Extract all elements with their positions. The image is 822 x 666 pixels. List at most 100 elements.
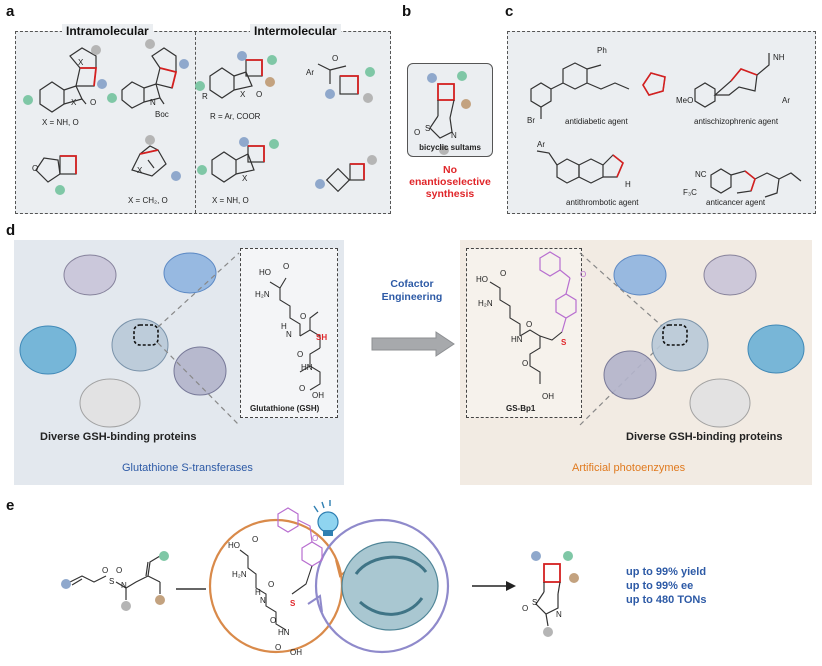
right-proteins-caption: Diverse GSH-binding proteins: [626, 431, 783, 443]
cofactor-line-1: Cofactor: [390, 278, 434, 290]
protein-structures-right: [579, 252, 805, 428]
gsbp-o-2: O: [526, 320, 533, 329]
sultam-s-label: S: [425, 124, 431, 133]
panel-c-box: [507, 31, 816, 214]
caption-x-ch2-o: X = CH₂, O: [128, 196, 168, 205]
cycle-o-3: O: [270, 616, 277, 625]
result-tons: up to 480 TONs: [626, 594, 707, 606]
cycle-o-4: O: [275, 643, 282, 652]
intramolecular-header: Intramolecular: [62, 24, 153, 38]
sultam-n-label: N: [451, 131, 457, 140]
o-label-1: O: [90, 98, 97, 107]
product-n: N: [556, 610, 562, 619]
agent-antidiabetic: antidiabetic agent: [565, 117, 628, 126]
photoenzymes-group-label: Artificial photoenzymes: [572, 462, 686, 474]
gst-group-label: Glutathione S-transferases: [122, 462, 253, 474]
left-proteins-caption: Diverse GSH-binding proteins: [40, 431, 197, 443]
gsh-name: Glutathione (GSH): [250, 404, 320, 413]
product-s: S: [532, 598, 538, 607]
gsbp-structure: [489, 251, 577, 384]
agent-anticancer: anticancer agent: [706, 198, 766, 207]
gsbp-oh: OH: [542, 392, 554, 401]
x-label-1: X: [78, 58, 84, 67]
x-label-2: X: [71, 98, 77, 107]
f3c-label: F₃C: [683, 188, 697, 197]
br-label: Br: [527, 116, 535, 125]
h-label-c: H: [625, 180, 631, 189]
ar-label-c: Ar: [782, 96, 790, 105]
o-label-5: O: [332, 54, 339, 63]
n-label-boc: N: [150, 98, 156, 107]
note-line-2: enantioselective: [409, 176, 491, 188]
product-arrow: [472, 581, 516, 591]
cycle-h2n: H₂N: [232, 570, 247, 579]
result-yield: up to 99% yield: [626, 566, 707, 578]
gsh-o-2: O: [300, 312, 307, 321]
gsh-n: N: [286, 330, 292, 339]
gsbp-ho: HO: [476, 275, 488, 284]
substrate-o-1: O: [102, 566, 109, 575]
panel-a-divider: [195, 32, 196, 213]
note-line-3: synthesis: [425, 188, 475, 200]
cycle-h: H: [255, 588, 261, 597]
gsbp-s: S: [561, 338, 567, 347]
o-label-4: O: [256, 90, 263, 99]
cycle-o-1: O: [252, 535, 259, 544]
sultam-structure-b: [427, 71, 471, 155]
cofactor-arrow: [371, 331, 455, 357]
r-label: R: [202, 92, 208, 101]
x-label-4: X: [240, 90, 246, 99]
intermolecular-header: Intermolecular: [250, 24, 341, 38]
product-structure: [531, 551, 579, 637]
gsh-o-4: O: [299, 384, 306, 393]
ph-label: Ph: [597, 46, 607, 55]
dash-connector: [176, 588, 206, 590]
gsbp-name: GS-Bp1: [506, 404, 536, 413]
substrate-o-2: O: [116, 566, 123, 575]
panel-label-d: d: [6, 222, 16, 239]
caption-x-nh-o-left: X = NH, O: [42, 118, 79, 127]
panel-label-c: c: [505, 3, 514, 20]
cycle-o-2: O: [268, 580, 275, 589]
gsh-h: H: [281, 322, 287, 331]
panel-label-e: e: [6, 497, 15, 514]
gsbp-h2n: H₂N: [478, 299, 493, 308]
gsbp-hn: HN: [511, 335, 523, 344]
substrate-s: S: [109, 577, 115, 586]
gsbp-o-3: O: [522, 359, 529, 368]
results-block: up to 99% yield up to 99% ee up to 480 T…: [626, 565, 706, 607]
x-label-5: X: [242, 174, 248, 183]
ar-label-c2: Ar: [537, 140, 545, 149]
meo-label: MeO: [676, 96, 694, 105]
gsh-o-3: O: [297, 350, 304, 359]
cofactor-line-2: Engineering: [381, 291, 443, 303]
no-enantioselective-note: No enantioselective synthesis: [400, 164, 500, 200]
o-label-3: O: [32, 164, 39, 173]
bicyclic-sultams-caption: bicyclic sultams: [419, 143, 481, 152]
cycle-ho: HO: [228, 541, 240, 550]
cycle-o-purple: O: [312, 534, 319, 543]
nc-label: NC: [695, 170, 707, 179]
panel-label-a: a: [6, 3, 15, 20]
caption-x-nh-o-right: X = NH, O: [212, 196, 249, 205]
gsh-oh: OH: [312, 391, 324, 400]
x-label-3: X: [137, 166, 143, 175]
product-o: O: [522, 604, 529, 613]
caption-r-ar-coor: R = Ar, COOR: [210, 112, 261, 121]
substrate-structure: [61, 551, 169, 611]
cycle-s: S: [290, 599, 296, 608]
cofactor-engineering-label: Cofactor Engineering: [374, 278, 450, 304]
nh-label: NH: [773, 53, 785, 62]
agent-antithrombotic: antithrombotic agent: [566, 198, 639, 207]
boc-label: Boc: [155, 110, 169, 119]
gsh-structure: [269, 277, 321, 391]
substrate-n: N: [121, 581, 127, 590]
gsbp-o-1: O: [500, 269, 507, 278]
cycle-hn: HN: [278, 628, 290, 637]
result-ee: up to 99% ee: [626, 580, 694, 592]
gsh-h2n: H₂N: [255, 290, 270, 299]
panel-a-structures: [23, 39, 377, 195]
gsh-sh: SH: [316, 333, 328, 342]
protein-structures-left: [19, 252, 240, 428]
panel-a-box: [15, 31, 391, 214]
